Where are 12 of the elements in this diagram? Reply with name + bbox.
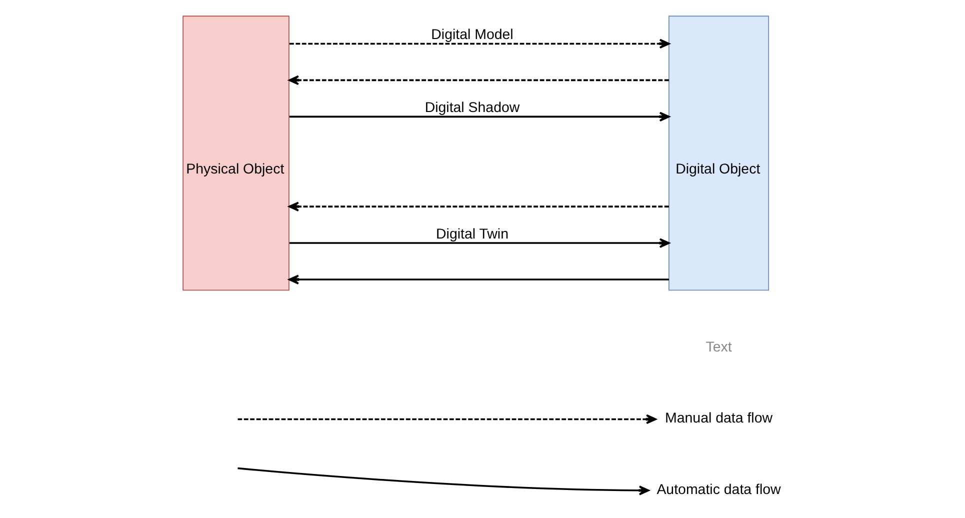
arrow (289, 238, 670, 248)
arrow (289, 111, 670, 122)
legend-label: Manual data flow (665, 410, 773, 426)
edge-label: Digital Model (431, 26, 514, 43)
edge-label: Digital Shadow (424, 100, 520, 116)
label: Text (706, 338, 732, 355)
arrow (289, 38, 670, 48)
legend-label: Automatic data flow (656, 481, 781, 498)
arrow (288, 74, 669, 85)
edge-label: Digital Twin (436, 226, 508, 242)
arrow (288, 201, 669, 211)
arrow (288, 274, 669, 284)
